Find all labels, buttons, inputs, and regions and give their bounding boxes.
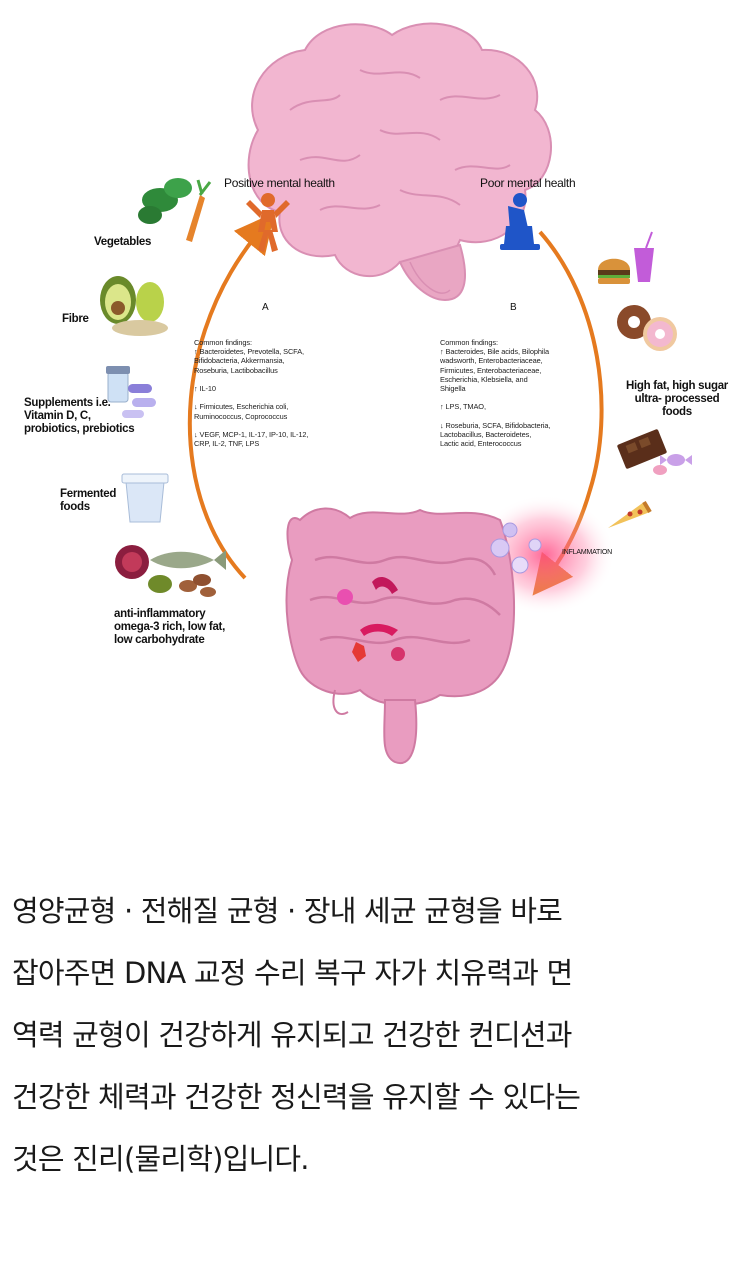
panel-b-line: wadsworth, Enterobacteriaceae, xyxy=(440,356,543,366)
arrow-left-upward xyxy=(187,212,275,580)
food-label-supplements: Supplements i.e. Vitamin D, C, probiotic… xyxy=(24,397,135,435)
panel-b-line: ↑ Bacteroides, Bile acids, Bilophila xyxy=(440,347,549,357)
gut-brain-diagram: Positive mental health Poor mental healt… xyxy=(24,22,728,765)
fish-nuts-icon xyxy=(115,545,226,597)
diagram-graphic xyxy=(100,22,692,765)
food-label-vegetables: Vegetables xyxy=(94,236,152,248)
food-label-anti-inflammatory: anti-inflammatory omega-3 rich, low fat,… xyxy=(114,608,225,646)
negative-figure-icon xyxy=(500,193,540,250)
panel-a-line: Common findings: xyxy=(194,338,252,347)
vegetables-icon xyxy=(138,178,212,242)
panel-a-findings: Common findings:↑ Bacteroidetes, Prevote… xyxy=(194,338,308,448)
panel-a-line: ↑ Bacteroidetes, Prevotella, SCFA, xyxy=(194,347,304,357)
panel-b-findings: Common findings:↑ Bacteroides, Bile acid… xyxy=(440,338,550,448)
inflammation-label: INFLAMMATION xyxy=(562,549,612,556)
supplements-icon xyxy=(106,366,156,418)
paragraph-line-1: 영양균형 · 전해질 균형 · 장내 세균 균형을 바로 xyxy=(12,894,563,928)
food-label-processed: High fat, high sugar ultra- processed fo… xyxy=(626,380,728,418)
panel-a-line xyxy=(194,375,308,384)
panel-b-line: Firmicutes, Enterobacteriaceae, xyxy=(440,365,542,375)
positive-figure-icon xyxy=(246,193,290,252)
panel-a-line: Bifidobacteria, Akkermansia, xyxy=(194,356,285,366)
yogurt-icon xyxy=(121,473,169,523)
panel-b-line: Escherichia, Klebsiella, and xyxy=(440,374,528,384)
food-label-fermented: Fermented foods xyxy=(60,488,117,513)
paragraph-line-5: 것은 진리(물리학)입니다. xyxy=(12,1142,309,1176)
chocolate-icon xyxy=(617,429,667,469)
avocado-pear-icon xyxy=(100,276,168,336)
intestine-icon xyxy=(285,495,615,765)
panel-a-line: ↑ IL-10 xyxy=(194,384,216,393)
korean-paragraph: 영양균형 · 전해질 균형 · 장내 세균 균형을 바로 잡아주면 DNA 교정… xyxy=(12,880,742,1190)
panel-b-line xyxy=(440,393,550,402)
pizza-icon xyxy=(608,500,652,528)
soda-icon xyxy=(634,231,654,282)
paragraph-line-3: 역력 균형이 건강하게 유지되고 건강한 컨디션과 xyxy=(12,1018,573,1052)
panel-a-line xyxy=(194,421,308,430)
paragraph-line-2: 잡아주면 DNA 교정 수리 복구 자가 치유력과 면 xyxy=(12,956,573,990)
panel-b-line xyxy=(440,412,550,421)
burger-icon xyxy=(598,258,630,284)
panel-a-line: CRP, IL-2, TNF, LPS xyxy=(194,439,260,449)
panel-b-line: ↓ Roseburia, SCFA, Bifidobacteria, xyxy=(440,420,551,430)
food-label-fibre: Fibre xyxy=(62,313,89,325)
poor-mental-health-label: Poor mental health xyxy=(480,176,576,190)
panel-b-line: Common findings: xyxy=(440,338,498,347)
positive-mental-health-label: Positive mental health xyxy=(224,176,335,190)
panel-a-line: ↓ VEGF, MCP-1, IL-17, IP-10, IL-12, xyxy=(194,429,309,439)
donut-icon xyxy=(617,305,677,351)
candy-icon xyxy=(653,454,692,475)
brain-icon xyxy=(247,22,552,302)
panel-b-line: Lactobacillus, Bacteroidetes, xyxy=(440,430,532,439)
panel-a-line xyxy=(194,393,308,402)
panel-a-line: ↓ Firmicutes, Escherichia coli, xyxy=(194,402,289,412)
panel-a-letter: A xyxy=(262,302,269,313)
paragraph-line-4: 건강한 체력과 건강한 정신력을 유지할 수 있다는 xyxy=(12,1080,581,1114)
panel-b-line: Lactic acid, Enterococcus xyxy=(440,439,522,449)
panel-b-line: Shigella xyxy=(440,384,466,394)
panel-b-line: ↑ LPS, TMAO, xyxy=(440,402,486,412)
panel-a-line: Roseburia, Lactibobacillus xyxy=(194,365,278,375)
panel-a-line: Ruminococcus, Coprococcus xyxy=(194,411,288,421)
panel-b-letter: B xyxy=(510,302,517,313)
